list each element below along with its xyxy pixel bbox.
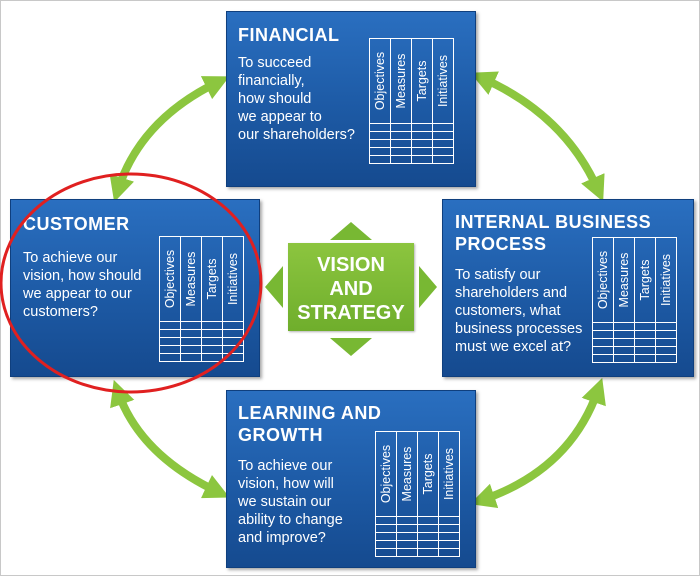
- table-row: [592, 354, 677, 363]
- arrow-internal-learning: [469, 377, 606, 508]
- learning-box: LEARNING AND GROWTH To achieve our visio…: [226, 390, 476, 568]
- customer-highlight-circle: [0, 172, 263, 394]
- financial-box: FINANCIAL To succeed financially, how sh…: [226, 11, 476, 187]
- learning-title: LEARNING AND GROWTH: [238, 403, 382, 445]
- table-row: [369, 155, 454, 164]
- table-row: [159, 353, 244, 362]
- center-arrow-right: [419, 266, 437, 308]
- arrow-learning-customer: [110, 379, 230, 499]
- financial-title: FINANCIAL: [238, 25, 340, 45]
- vision-strategy-label: VISION AND STRATEGY: [297, 254, 405, 324]
- table-grid: [369, 123, 454, 164]
- table-cell: [432, 155, 454, 164]
- customer-title: CUSTOMER: [23, 214, 130, 234]
- learning-question: To achieve our vision, how will we susta…: [238, 458, 343, 546]
- table-row: [375, 548, 460, 557]
- vision-strategy-box: VISION AND STRATEGY: [288, 243, 414, 331]
- table-cell: [655, 354, 677, 363]
- table-cell: [222, 353, 244, 362]
- arrow-financial-internal: [470, 71, 605, 202]
- internal-box: INTERNAL BUSINESS PROCESS To satisfy our…: [442, 199, 694, 377]
- center-arrow-down: [330, 338, 372, 356]
- customer-question: To achieve our vision, how should we app…: [23, 250, 142, 320]
- table-cell: [438, 548, 460, 557]
- center-arrow-left: [265, 266, 283, 308]
- table-grid: [375, 516, 460, 557]
- internal-question: To satisfy our shareholders and customer…: [455, 267, 583, 355]
- financial-question: To succeed financially, how should we ap…: [238, 55, 355, 143]
- internal-title: INTERNAL BUSINESS PROCESS: [455, 212, 652, 254]
- table-grid: [159, 321, 244, 362]
- center-arrow-up: [330, 222, 372, 240]
- customer-box: CUSTOMER To achieve our vision, how shou…: [10, 199, 260, 377]
- table-grid: [592, 322, 677, 363]
